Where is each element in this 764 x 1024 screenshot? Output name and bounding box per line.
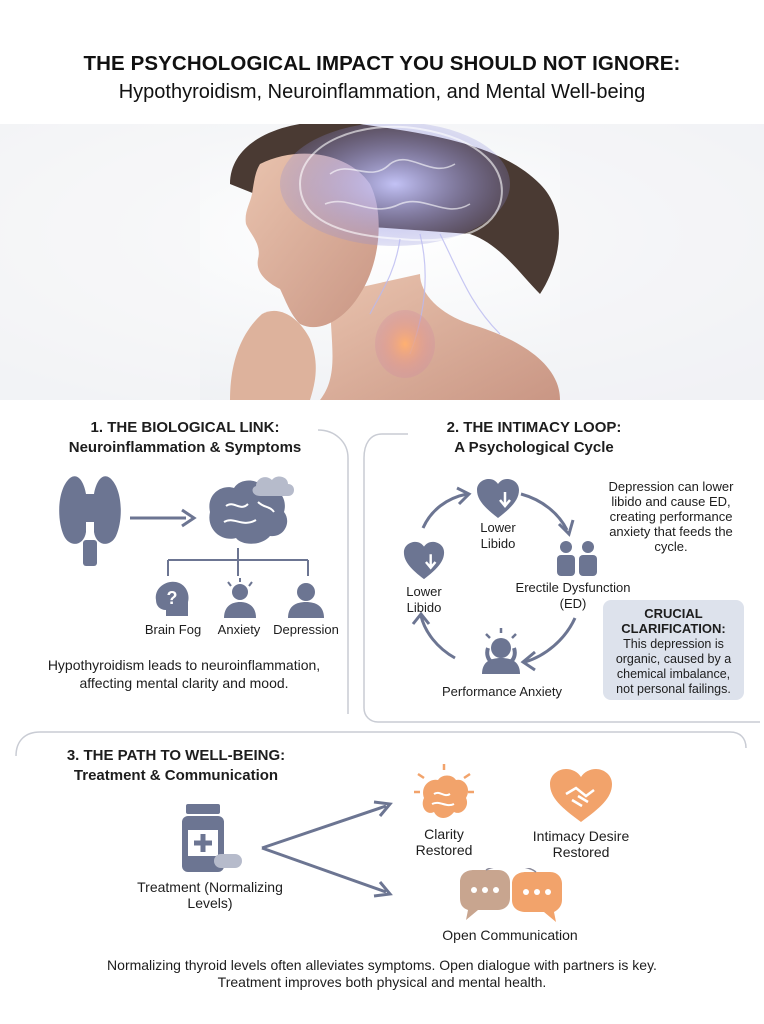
cycle-top-label: Lower Libido [480, 520, 516, 551]
header: THE PSYCHOLOGICAL IMPACT YOU SHOULD NOT … [0, 52, 764, 104]
thyroid-icon [59, 476, 121, 566]
cycle-right-label: Erectile Dysfunction (ED) [515, 580, 631, 611]
symptom-brain-fog: Brain Fog [144, 622, 202, 637]
brain-fog-cloud-icon [209, 476, 294, 544]
arrow-right-icon [130, 508, 197, 528]
section1-subheading: Neuroinflammation & Symptoms [68, 439, 302, 456]
heart-down-left-icon [403, 541, 445, 580]
outcome-communication: Open Communication [442, 927, 578, 943]
section2-title: 2. THE INTIMACY LOOP: A Psychological Cy… [400, 418, 668, 458]
page-title: THE PSYCHOLOGICAL IMPACT YOU SHOULD NOT … [83, 52, 681, 75]
treatment-label: Treatment (Normalizing Levels) [137, 879, 283, 911]
speech-bubbles-icon [460, 868, 562, 922]
heart-down-icon [477, 479, 519, 518]
footer-line-2: Treatment improves both physical and men… [217, 974, 547, 990]
outcome-clarity: Clarity Restored [415, 826, 473, 858]
anxiety-person-icon [224, 578, 256, 618]
question-head-icon: ? [155, 581, 189, 616]
svg-text:?: ? [167, 588, 178, 608]
section2-subheading: A Psychological Cycle [454, 439, 614, 456]
symptom-anxiety: Anxiety [217, 622, 261, 637]
section1-title: 1. THE BIOLOGICAL LINK: Neuroinflammatio… [30, 418, 340, 458]
section2-heading: 2. THE INTIMACY LOOP: [446, 419, 622, 436]
anxious-head-icon [482, 628, 520, 674]
footer-line-1: Normalizing thyroid levels often allevia… [107, 957, 657, 973]
couple-icon [557, 541, 597, 576]
outcome-intimacy: Intimacy Desire Restored [532, 828, 630, 860]
cycle-arrows [411, 486, 577, 672]
clarification-text: This depression is organic, caused by a … [615, 637, 732, 696]
cycle-left-label: Lower Libido [406, 584, 442, 615]
clarification-title: CRUCIAL CLARIFICATION: [621, 606, 726, 636]
section1-heading: 1. THE BIOLOGICAL LINK: [90, 419, 280, 436]
clarification-box: CRUCIAL CLARIFICATION: This depression i… [603, 600, 744, 700]
symptom-connector [167, 548, 309, 576]
section2-frame [363, 433, 760, 723]
handshake-heart-icon [550, 769, 612, 822]
cycle-note: Depression can lower libido and cause ED… [608, 479, 734, 554]
symptom-depression: Depression [273, 622, 339, 637]
branch-arrows [261, 800, 393, 898]
section1-description: Hypothyroidism leads to neuroinflammatio… [47, 657, 321, 691]
medicine-bottle-icon [182, 804, 242, 872]
hero-image [0, 124, 764, 400]
section3-frame [15, 731, 747, 757]
depressed-person-icon [288, 583, 324, 618]
section3-title: 3. THE PATH TO WELL-BEING: Treatment & C… [56, 746, 296, 786]
section3-heading: 3. THE PATH TO WELL-BEING: [66, 747, 286, 764]
section1-frame [317, 429, 349, 714]
glowing-brain-icon [414, 764, 474, 818]
page-subtitle: Hypothyroidism, Neuroinflammation, and M… [118, 81, 646, 103]
footer: Normalizing thyroid levels often allevia… [0, 957, 764, 991]
section3-subheading: Treatment & Communication [73, 767, 279, 784]
cycle-bottom-label: Performance Anxiety [442, 684, 562, 699]
